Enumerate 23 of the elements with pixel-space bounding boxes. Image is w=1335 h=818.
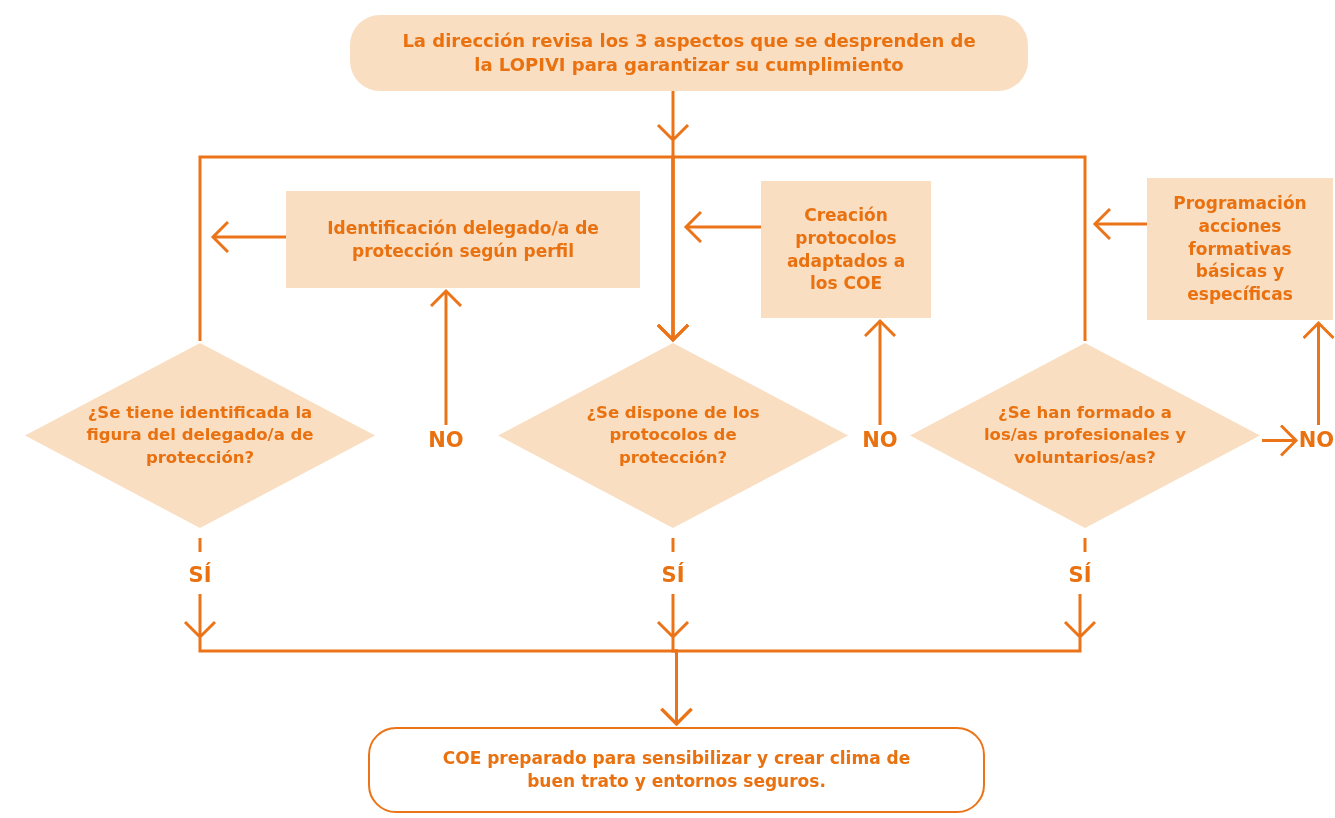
answer-label: NO (1298, 425, 1335, 455)
answer-label: SÍ (1060, 560, 1100, 590)
end-box: COE preparado para sensibilizar y crear clima de buen trato y entornos seguros. (368, 727, 985, 813)
process-box: Creación protocolos adaptados a los COE (761, 181, 931, 318)
arrow (429, 289, 463, 425)
answer-label: SÍ (180, 560, 220, 590)
arrow (1302, 321, 1335, 425)
arrow (211, 220, 286, 254)
process-box: Identificación delegado/a de protección según perfil (286, 191, 640, 288)
arrow (656, 155, 1087, 342)
arrow (1262, 424, 1298, 457)
arrow (1093, 207, 1147, 241)
arrow (863, 319, 897, 425)
arrow (684, 210, 761, 244)
process-box: Programación acciones formativas básicas y específicas (1147, 178, 1333, 320)
answer-label: NO (855, 425, 905, 455)
arrow (660, 592, 1097, 726)
decision-diamond: ¿Se han formado a los/as profesionales y voluntarios/as? (910, 343, 1260, 528)
start-box: La dirección revisa los 3 aspectos que se desprenden de la LOPIVI para garantizar su cumplimiento (350, 15, 1028, 91)
answer-label: SÍ (653, 560, 693, 590)
decision-diamond: ¿Se tiene identificada la figura del delegado/a de protección? (25, 343, 375, 528)
answer-label: NO (420, 425, 472, 455)
decision-diamond: ¿Se dispone de los protocolos de protección? (498, 343, 848, 528)
